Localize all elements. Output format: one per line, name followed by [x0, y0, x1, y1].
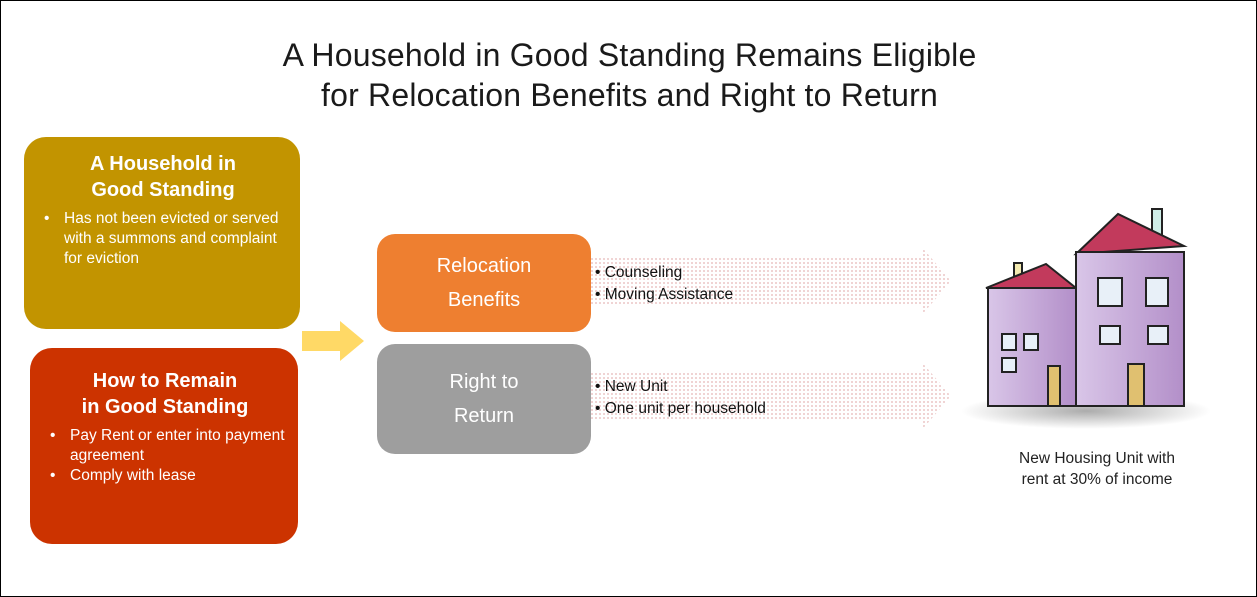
- relocation-bullets: • Counseling • Moving Assistance: [595, 262, 733, 306]
- good-standing-title-line-2: Good Standing: [91, 179, 235, 201]
- return-bullet: • New Unit: [595, 378, 668, 395]
- relocation-label-line-2: Benefits: [447, 289, 521, 311]
- title-line-1: A Household in Good Standing Remains Eli…: [282, 37, 977, 73]
- good-standing-bullet: Has not been evicted or served with a su…: [44, 209, 290, 269]
- return-bullet: • One unit per household: [595, 400, 766, 417]
- remain-standing-title: How to Remain in Good Standing: [42, 368, 288, 420]
- remain-standing-box: How to Remain in Good Standing Pay Rent …: [30, 348, 298, 544]
- right-arrow-icon: [302, 321, 364, 361]
- remain-bullet: Comply with lease: [50, 466, 288, 486]
- remain-title-line-1: How to Remain: [92, 370, 238, 392]
- slide-title: A Household in Good Standing Remains Eli…: [1, 35, 1257, 115]
- remain-title-line-2: in Good Standing: [81, 396, 249, 418]
- relocation-benefits-box: Relocation Benefits: [377, 234, 591, 332]
- relocation-bullet: • Moving Assistance: [595, 286, 734, 303]
- apartment-building-icon: [961, 208, 1211, 429]
- return-bullets: • New Unit • One unit per household: [595, 376, 766, 420]
- housing-caption-line-2: rent at 30% of income: [1021, 471, 1173, 488]
- remain-standing-bullets: Pay Rent or enter into payment agreement…: [42, 426, 288, 486]
- housing-caption: New Housing Unit with rent at 30% of inc…: [961, 448, 1233, 490]
- relocation-bullet: • Counseling: [595, 264, 683, 281]
- remain-bullet: Pay Rent or enter into payment agreement: [50, 426, 288, 466]
- housing-caption-line-1: New Housing Unit with: [1019, 450, 1175, 467]
- good-standing-title-line-1: A Household in: [90, 153, 236, 175]
- right-to-return-box: Right to Return: [377, 344, 591, 454]
- right-to-return-label-line-2: Return: [453, 405, 515, 427]
- relocation-label-line-1: Relocation: [436, 255, 532, 277]
- right-to-return-label-line-1: Right to: [449, 371, 519, 393]
- good-standing-bullets: Has not been evicted or served with a su…: [36, 209, 290, 269]
- good-standing-box: A Household in Good Standing Has not bee…: [24, 137, 300, 329]
- relocation-stream-arrow-icon: [591, 246, 951, 316]
- return-stream-arrow-icon: [591, 361, 951, 431]
- title-line-2: for Relocation Benefits and Right to Ret…: [321, 77, 938, 113]
- good-standing-title: A Household in Good Standing: [36, 151, 290, 203]
